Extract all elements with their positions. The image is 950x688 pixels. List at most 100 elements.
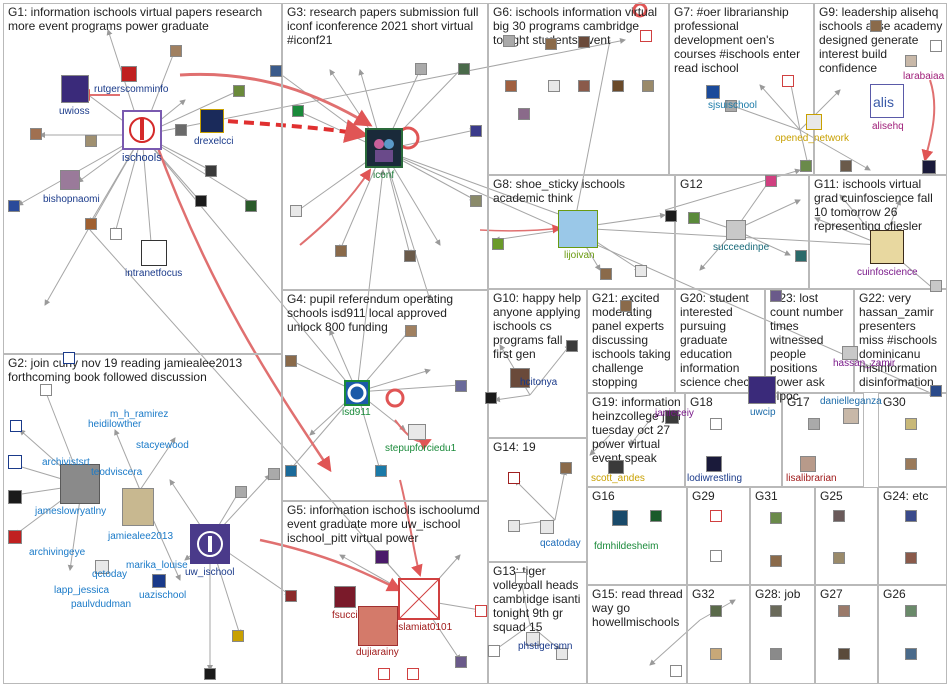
node-avatar[interactable] bbox=[770, 555, 782, 567]
node-avatar[interactable] bbox=[905, 648, 917, 660]
node-lijoivan[interactable] bbox=[558, 210, 598, 248]
node-avatar[interactable] bbox=[640, 30, 652, 42]
node-avatar[interactable] bbox=[665, 210, 677, 222]
node-cuinfoscience[interactable] bbox=[870, 230, 904, 264]
node-lisalibrarian[interactable] bbox=[800, 456, 816, 472]
node-avatar[interactable] bbox=[620, 300, 632, 312]
node-avatar[interactable] bbox=[545, 38, 557, 50]
node-avatar[interactable] bbox=[85, 135, 97, 147]
node-avatar[interactable] bbox=[8, 530, 22, 544]
node-avatar[interactable] bbox=[110, 228, 122, 240]
node-scott-andes[interactable] bbox=[608, 460, 624, 474]
node-isd911[interactable] bbox=[344, 380, 370, 406]
node-avatar[interactable] bbox=[710, 605, 722, 617]
node-avatar[interactable] bbox=[292, 105, 304, 117]
node-avatar[interactable] bbox=[808, 418, 820, 430]
node-avatar[interactable] bbox=[508, 472, 520, 484]
node-uwcip[interactable] bbox=[748, 376, 776, 404]
node-avatar[interactable] bbox=[375, 550, 389, 564]
node-avatar[interactable] bbox=[375, 465, 387, 477]
node-bishopnaomi[interactable] bbox=[60, 170, 80, 190]
node-fsucci[interactable] bbox=[334, 586, 356, 608]
node-avatar[interactable] bbox=[548, 80, 560, 92]
node-avatar[interactable] bbox=[710, 648, 722, 660]
node-avatar[interactable] bbox=[492, 238, 504, 250]
node-avatar[interactable] bbox=[930, 40, 942, 52]
node-avatar[interactable] bbox=[838, 648, 850, 660]
node-avatar[interactable] bbox=[905, 552, 917, 564]
node-succeedinpe[interactable] bbox=[726, 220, 746, 240]
node-iconf[interactable] bbox=[365, 128, 403, 168]
node-avatar[interactable] bbox=[838, 605, 850, 617]
node-jamiealee2013[interactable] bbox=[122, 488, 154, 526]
node-stepupforciedu1[interactable] bbox=[408, 424, 426, 440]
node-avatar[interactable] bbox=[556, 648, 568, 660]
node-avatar[interactable] bbox=[458, 63, 470, 75]
node-avatar[interactable] bbox=[905, 458, 917, 470]
node-avatar[interactable] bbox=[725, 100, 737, 112]
node-avatar[interactable] bbox=[840, 160, 852, 172]
node-avatar[interactable] bbox=[600, 268, 612, 280]
node-avatar[interactable] bbox=[40, 384, 52, 396]
node-avatar[interactable] bbox=[905, 605, 917, 617]
node-avatar[interactable] bbox=[233, 85, 245, 97]
node-avatar[interactable] bbox=[8, 455, 22, 469]
node-avatar[interactable] bbox=[833, 510, 845, 522]
node-avatar[interactable] bbox=[650, 510, 662, 522]
node-avatar[interactable] bbox=[635, 265, 647, 277]
node-avatar[interactable] bbox=[195, 195, 207, 207]
node-avatar[interactable] bbox=[204, 668, 216, 680]
node-avatar[interactable] bbox=[470, 195, 482, 207]
node-avatar[interactable] bbox=[566, 340, 578, 352]
node-avatar[interactable] bbox=[930, 385, 942, 397]
node-islamiat0101[interactable] bbox=[398, 578, 440, 620]
node-avatar[interactable] bbox=[455, 380, 467, 392]
node-danielleganza[interactable] bbox=[843, 408, 859, 424]
node-avatar[interactable] bbox=[235, 486, 247, 498]
node-avatar[interactable] bbox=[488, 645, 500, 657]
node-avatar[interactable] bbox=[270, 65, 282, 77]
node-avatar[interactable] bbox=[515, 572, 527, 584]
node-ischools[interactable] bbox=[122, 110, 162, 150]
node-avatar[interactable] bbox=[578, 36, 590, 48]
node-avatar[interactable] bbox=[232, 630, 244, 642]
node-avatar[interactable] bbox=[404, 250, 416, 262]
node-avatar[interactable] bbox=[665, 410, 679, 424]
node-avatar[interactable] bbox=[870, 20, 882, 32]
node-avatar[interactable] bbox=[770, 605, 782, 617]
node-avatar[interactable] bbox=[688, 212, 700, 224]
node-hassan-zamir[interactable] bbox=[842, 346, 858, 360]
node-dujiarainy[interactable] bbox=[358, 606, 398, 646]
node-qctoday[interactable] bbox=[95, 560, 109, 574]
node-alisehq[interactable]: alis bbox=[870, 84, 904, 118]
node-avatar[interactable] bbox=[475, 605, 487, 617]
node-avatar[interactable] bbox=[290, 205, 302, 217]
node-avatar[interactable] bbox=[800, 160, 812, 172]
node-avatar[interactable] bbox=[560, 462, 572, 474]
node-drexelcci[interactable] bbox=[200, 109, 224, 133]
node-avatar[interactable] bbox=[285, 590, 297, 602]
node-avatar[interactable] bbox=[518, 108, 530, 120]
node-avatar[interactable] bbox=[508, 520, 520, 532]
node-intranetfocus[interactable] bbox=[141, 240, 167, 266]
node-avatar[interactable] bbox=[455, 656, 467, 668]
node-avatar[interactable] bbox=[795, 250, 807, 262]
node-avatar[interactable] bbox=[8, 490, 22, 504]
node-opened-network[interactable] bbox=[806, 114, 822, 130]
node-avatar[interactable] bbox=[710, 418, 722, 430]
node-avatar[interactable] bbox=[503, 35, 515, 47]
node-avatar[interactable] bbox=[170, 45, 182, 57]
node-avatar[interactable] bbox=[930, 280, 942, 292]
node-avatar[interactable] bbox=[770, 290, 782, 302]
node-avatar[interactable] bbox=[922, 160, 936, 174]
node-avatar[interactable] bbox=[205, 165, 217, 177]
node-fdmhildesheim[interactable] bbox=[612, 510, 628, 526]
node-avatar[interactable] bbox=[670, 665, 682, 677]
node-avatar[interactable] bbox=[8, 200, 20, 212]
node-avatar[interactable] bbox=[85, 218, 97, 230]
node-avatar[interactable] bbox=[268, 468, 280, 480]
node-jameslowryatlny[interactable] bbox=[60, 464, 100, 504]
node-rutgerscomminfo[interactable] bbox=[121, 66, 137, 82]
node-avatar[interactable] bbox=[285, 465, 297, 477]
node-avatar[interactable] bbox=[905, 55, 917, 67]
